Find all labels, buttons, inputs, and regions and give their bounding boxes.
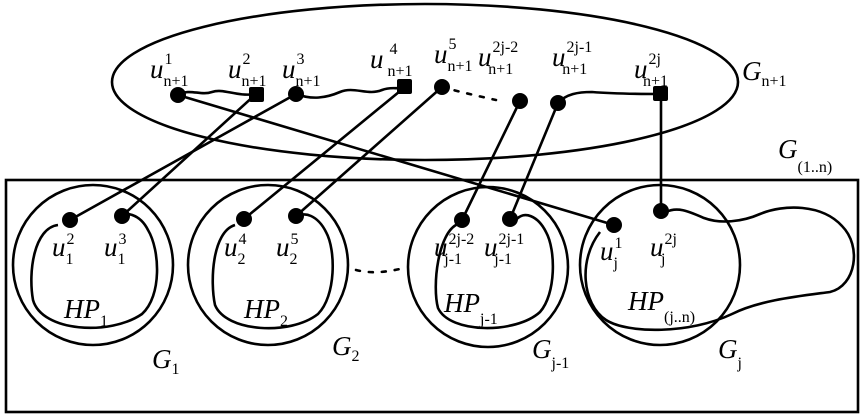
- vertex-u2j1-n1: [550, 95, 566, 111]
- top-edge-u1-u2: [176, 89, 258, 97]
- label-hp2: HP2: [243, 294, 288, 330]
- top-edge-u2j1-u2j: [556, 90, 663, 105]
- hpjn-cycle: [584, 206, 856, 332]
- edge-u3n1-u21: [68, 92, 298, 222]
- edge-u4n1-u42: [242, 85, 407, 221]
- graph-g-1-n-box: [4, 178, 860, 414]
- graph-g-n1-ellipse: [110, 2, 740, 162]
- graph-g2-outer: [186, 183, 350, 347]
- vertex-u4-n1: [397, 79, 412, 94]
- vertex-u2-1: [62, 212, 78, 228]
- vertex-u4-2: [236, 211, 252, 227]
- hp2-cycle: [211, 213, 334, 330]
- vertex-u1-j: [606, 217, 622, 233]
- vertex-u2j2-j1: [454, 212, 470, 228]
- vertex-u1-n1: [170, 87, 186, 103]
- label-gj: Gj: [718, 334, 742, 372]
- edge-u2j2n1-u2j2: [460, 99, 522, 222]
- label-g-1-n: G(1..n): [778, 134, 832, 176]
- vertex-u5-2: [288, 208, 304, 224]
- edge-u1n1-u1j: [176, 93, 616, 227]
- label-gj1: Gj-1: [532, 334, 569, 372]
- top-edge-u5-dotted: [440, 85, 498, 102]
- hp1-cycle: [30, 212, 159, 330]
- vertex-u3-n1: [288, 86, 304, 102]
- label-g-n1: Gn+1: [742, 56, 787, 90]
- graph-g1-outer: [11, 183, 175, 347]
- vertex-u2j2-n1: [512, 93, 528, 109]
- vertex-u3-1: [114, 208, 130, 224]
- label-g2: G2: [332, 331, 360, 365]
- edge-u2j1n1-u2j1: [508, 101, 560, 221]
- vertex-u2j1-j1: [502, 211, 518, 227]
- label-hpj1: HPj-1: [443, 288, 498, 328]
- dots-g2-gj1: [354, 266, 406, 274]
- vertex-u2j-n1: [653, 86, 668, 101]
- vertex-u2j-j: [653, 203, 669, 219]
- label-g1: G1: [152, 344, 180, 378]
- edge-u2n1-u31: [120, 92, 258, 218]
- top-edge-u3-u4: [294, 85, 407, 99]
- vertex-u2-n1: [249, 87, 264, 102]
- label-hp1: HP1: [63, 294, 108, 330]
- vertex-u5-n1: [434, 79, 450, 95]
- hpj1-cycle: [434, 213, 555, 330]
- label-hpjn: HP(j..n): [627, 286, 695, 326]
